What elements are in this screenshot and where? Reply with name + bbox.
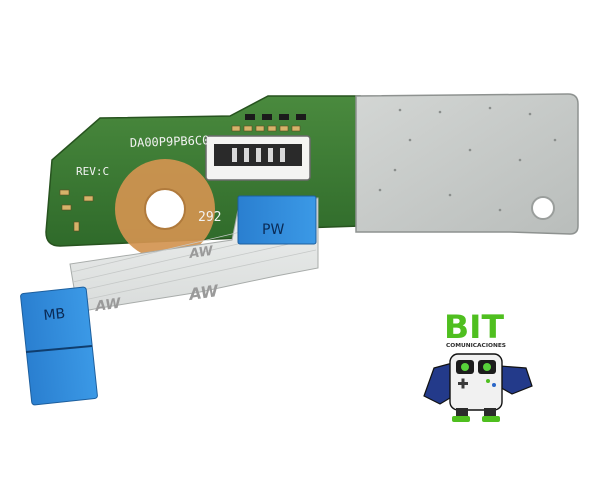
brand-logo: BIT COMUNICACIONES xyxy=(423,308,533,422)
ribbon-print-2: AW xyxy=(93,295,122,315)
plate-dots xyxy=(378,106,557,212)
board-code-label: 292 xyxy=(198,210,221,225)
logo-brand-text: BIT xyxy=(444,308,504,346)
pad-hole xyxy=(144,188,186,230)
tab-mb-stripe xyxy=(25,345,93,353)
metal-plate xyxy=(355,93,579,235)
ribbon-print-1: AW xyxy=(186,281,221,304)
connector-pins xyxy=(232,148,285,162)
cable-tab-mb xyxy=(20,286,98,406)
cable-tab-pw xyxy=(237,195,317,245)
robot-mascot-icon xyxy=(423,353,533,422)
cable-tab-pw-label: PW xyxy=(262,222,284,238)
smd-components xyxy=(59,125,301,232)
part-number-label: DA00P9PB6C0 xyxy=(130,133,210,150)
revision-label: REV:C xyxy=(76,165,109,178)
cable-tab-mb-label: MB xyxy=(43,306,66,324)
ribbon-print-3: AW xyxy=(187,244,214,262)
logo-tagline-text: COMUNICACIONES xyxy=(446,343,506,349)
mounting-hole xyxy=(531,196,555,220)
smd-black-parts xyxy=(245,114,306,120)
